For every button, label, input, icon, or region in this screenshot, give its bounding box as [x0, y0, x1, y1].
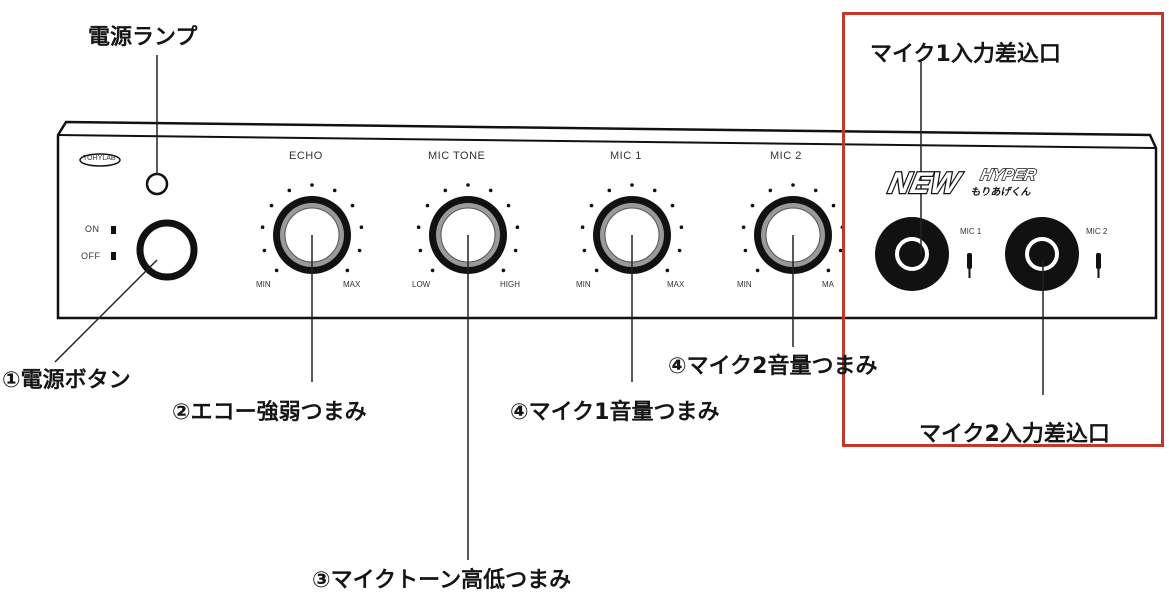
scale-dot: [630, 183, 634, 187]
echo-max-label: MAX: [343, 280, 361, 289]
scale-dot: [665, 268, 670, 273]
scale-dot: [262, 248, 267, 253]
mic2-title: MIC 2: [770, 150, 802, 162]
scale-dot: [287, 188, 292, 193]
scale-dot: [652, 188, 657, 193]
mic-tone-title: MIC TONE: [428, 150, 486, 162]
mic1-title: MIC 1: [610, 150, 642, 162]
scale-dot: [813, 188, 818, 193]
scale-dot: [594, 268, 599, 273]
echo-min-label: MIN: [256, 280, 271, 289]
scale-dot: [506, 203, 511, 208]
scale-dot: [838, 248, 843, 253]
scale-dot: [513, 248, 518, 253]
scale-dot: [345, 268, 350, 273]
scale-dot: [826, 268, 831, 273]
jack2-label: MIC 2: [1086, 227, 1108, 236]
scale-dot: [418, 248, 423, 253]
brand-badge-label: TOHYLAB: [83, 155, 116, 162]
mic2-min-label: MIN: [737, 280, 752, 289]
scale-dot: [741, 225, 746, 229]
scale-dot: [750, 203, 755, 208]
scale-dot: [350, 203, 355, 208]
power-lamp-callout: 電源ランプ: [88, 25, 198, 50]
scale-dot: [589, 203, 594, 208]
leader-power-button: [54, 259, 158, 363]
svg-text:もりあげくん: もりあげくん: [970, 185, 1033, 198]
on-label: ON: [85, 224, 100, 234]
scale-dot: [443, 188, 448, 193]
scale-dot: [274, 268, 279, 273]
scale-dot: [768, 188, 773, 193]
input-jack-highlight: [842, 12, 1164, 447]
scale-dot: [425, 203, 430, 208]
mic-tone-knob-callout: ③マイクトーン高低つまみ: [312, 568, 572, 593]
mic-tone-low-label: LOW: [412, 280, 431, 289]
off-label: OFF: [81, 251, 101, 261]
mic1-max-label: MAX: [667, 280, 685, 289]
mic2-max-label: MA: [822, 280, 834, 289]
scale-dot: [466, 183, 470, 187]
scale-dot: [580, 225, 585, 229]
scale-dot: [677, 248, 682, 253]
echo-title: ECHO: [289, 150, 323, 162]
scale-dot: [679, 225, 684, 229]
mic2-volume-callout: ④マイク2音量つまみ: [668, 354, 878, 379]
scale-dot: [359, 225, 364, 229]
mic1-volume-callout: ④マイク1音量つまみ: [510, 400, 720, 425]
mic-tone-high-label: HIGH: [500, 280, 520, 289]
scale-dot: [670, 203, 675, 208]
scale-dot: [357, 248, 362, 253]
scale-dot: [310, 183, 314, 187]
mic1-min-label: MIN: [576, 280, 591, 289]
power-lamp: [145, 172, 169, 196]
jack1-label: MIC 1: [960, 227, 982, 236]
power-button-callout: ①電源ボタン: [2, 368, 131, 393]
scale-dot: [831, 203, 836, 208]
scale-dot: [743, 248, 748, 253]
svg-text:NEW: NEW: [886, 167, 965, 200]
echo-knob-callout: ②エコー強弱つまみ: [172, 400, 367, 425]
brand-badge: [79, 153, 121, 167]
scale-dot: [430, 268, 435, 273]
svg-text:HYPER: HYPER: [979, 166, 1038, 184]
product-logo: NEW HYPER もりあげくん: [884, 165, 1039, 201]
scale-dot: [332, 188, 337, 193]
scale-dot: [791, 183, 795, 187]
mic2-icon: [1096, 253, 1101, 278]
mic2-input-callout: マイク2入力差込口: [919, 422, 1110, 447]
scale-dot: [260, 225, 265, 229]
scale-dot: [416, 225, 421, 229]
scale-dot: [515, 225, 520, 229]
scale-dot: [582, 248, 587, 253]
mic1-input-callout: マイク1入力差込口: [870, 42, 1061, 67]
mic1-icon: [967, 253, 972, 278]
scale-dot: [755, 268, 760, 273]
mic2-jack: [1005, 217, 1079, 291]
scale-dot: [501, 268, 506, 273]
scale-dot: [607, 188, 612, 193]
scale-dot: [269, 203, 274, 208]
scale-dot: [488, 188, 493, 193]
